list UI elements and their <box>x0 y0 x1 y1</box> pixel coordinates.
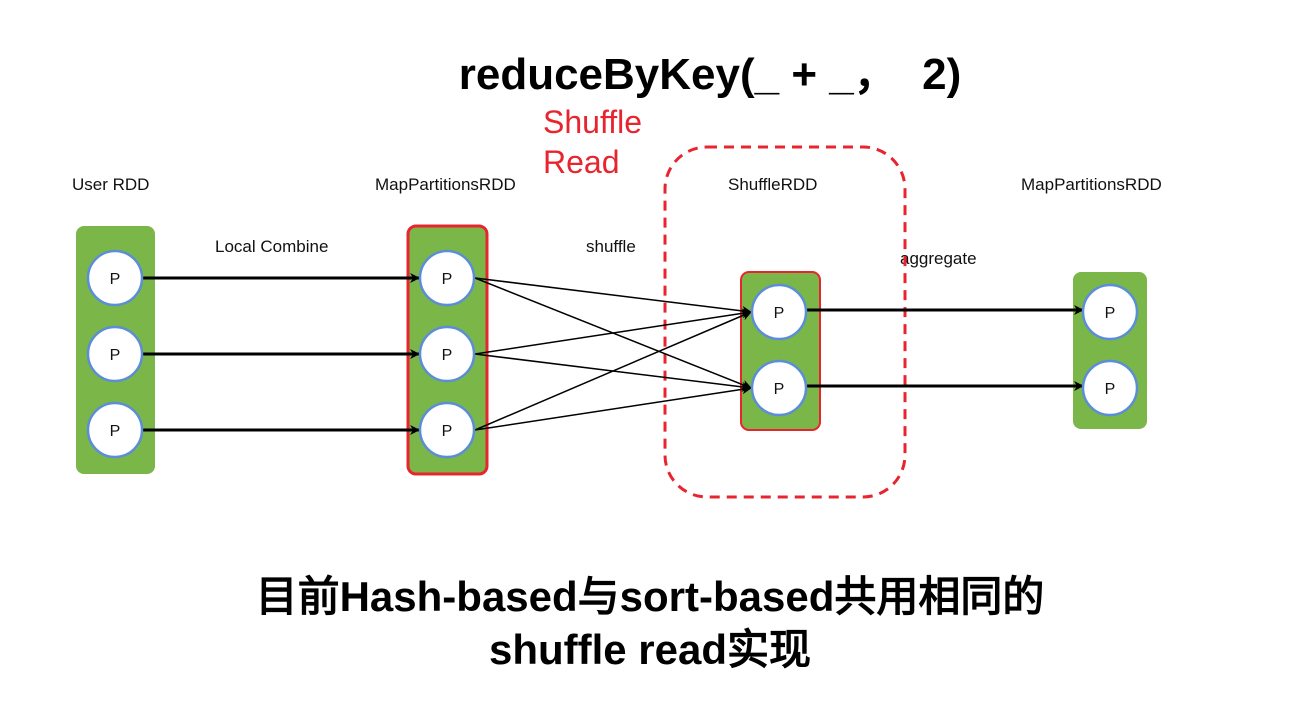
partition-label: P <box>442 347 453 364</box>
shuffle-read-label-line1: Shuffle <box>543 104 643 140</box>
partition-label: P <box>110 271 121 288</box>
shuffle-read-label-line2: Read <box>543 144 620 180</box>
shuffle-read-region <box>663 145 907 499</box>
partition-label: P <box>774 305 785 322</box>
partition-label: P <box>442 271 453 288</box>
shuffle-arrow <box>474 310 752 431</box>
map-partitions-rdd-1-label: MapPartitionsRDD <box>375 175 516 194</box>
shuffle-edge-label: shuffle <box>586 237 636 256</box>
partition-label: P <box>110 423 121 440</box>
shuffle-arrow <box>474 277 752 316</box>
partition-label: P <box>442 423 453 440</box>
shuffle-rdd-label: ShuffleRDD <box>728 175 818 194</box>
partition-node: P <box>86 249 144 307</box>
partition-node: P <box>86 401 144 459</box>
map-partitions-rdd-2-label: MapPartitionsRDD <box>1021 175 1162 194</box>
aggregate-edge-label: aggregate <box>900 249 977 268</box>
partition-node: P <box>1081 359 1139 417</box>
partition-label: P <box>1105 381 1116 398</box>
shuffle-arrow <box>474 308 752 355</box>
partition-node: P <box>1081 283 1139 341</box>
user-rdd-label: User RDD <box>72 175 150 194</box>
footer-caption-line1: 目前Hash-based与sort-based共用相同的 <box>255 573 1045 620</box>
partition-node: P <box>86 325 144 383</box>
partition-node: P <box>418 325 476 383</box>
partition-label: P <box>110 347 121 364</box>
partition-node: P <box>750 359 808 417</box>
partition-node: P <box>418 401 476 459</box>
partition-node: P <box>750 283 808 341</box>
shuffle-read-label: Shuffle Read <box>543 102 642 182</box>
shuffle-arrow <box>474 384 752 431</box>
footer-caption-line2: shuffle read实现 <box>488 626 812 673</box>
local-combine-label: Local Combine <box>215 237 329 256</box>
partition-node: P <box>418 249 476 307</box>
slide-title: reduceByKey(_ + _， 2) <box>458 50 962 99</box>
partition-label: P <box>1105 305 1116 322</box>
partition-label: P <box>774 381 785 398</box>
